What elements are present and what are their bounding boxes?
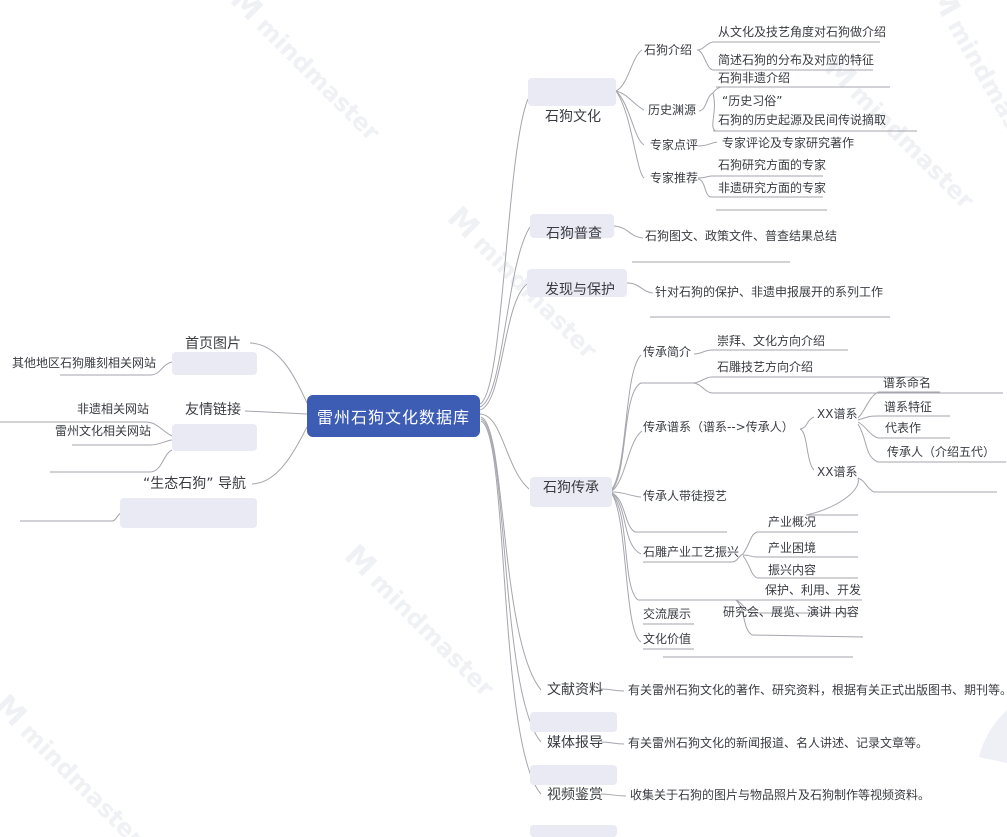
leaf-video-desc[interactable]: 收集关于石狗的图片与物品照片及石狗制作等视频资料。 bbox=[630, 788, 931, 802]
topic-culture-value[interactable]: 文化价值 bbox=[643, 632, 692, 646]
branch-eco-dog-nav[interactable]: “生态石狗” 导航 bbox=[143, 476, 246, 492]
leaf-media-desc[interactable]: 有关雷州石狗文化的新闻报道、名人讲述、记录文章等。 bbox=[628, 736, 929, 750]
leaf-carving-skill-intro[interactable]: 石雕技艺方向介绍 bbox=[717, 360, 814, 374]
branch-dog-survey[interactable]: 石狗普查 bbox=[546, 226, 602, 242]
branch-discovery-protection[interactable]: 发现与保护 bbox=[545, 282, 615, 298]
leaf-industry-overview[interactable]: 产业概况 bbox=[768, 515, 817, 529]
leaf-representative-works[interactable]: 代表作 bbox=[885, 421, 922, 435]
leaf-leizhou-culture-sites[interactable]: 雷州文化相关网站 bbox=[55, 424, 152, 438]
leaf-heritage-introduction[interactable]: 石狗非遗介绍 bbox=[718, 71, 791, 85]
topic-industry-revival[interactable]: 石雕产业工艺振兴 bbox=[643, 545, 740, 559]
leaf-survey-content[interactable]: 石狗图文、政策文件、普查结果总结 bbox=[645, 229, 838, 243]
leaf-expert-works[interactable]: 专家评论及专家研究著作 bbox=[722, 136, 855, 150]
branch-friendly-links[interactable]: 友情链接 bbox=[185, 402, 241, 418]
leaf-seminar-exhibition[interactable]: 研究会、展览、演讲 内容 bbox=[723, 605, 859, 619]
leaf-heritage-sites[interactable]: 非遗相关网站 bbox=[77, 402, 150, 416]
topic-inherit-intro[interactable]: 传承简介 bbox=[643, 345, 692, 359]
empty-topic-box[interactable] bbox=[527, 269, 627, 297]
branch-video-appreciation[interactable]: 视频鉴赏 bbox=[547, 787, 603, 803]
leaf-revival-content[interactable]: 振兴内容 bbox=[768, 563, 817, 577]
empty-topic-box[interactable] bbox=[530, 712, 617, 732]
leaf-other-region-dog-sites[interactable]: 其他地区石狗雕刻相关网站 bbox=[12, 356, 157, 370]
leaf-dog-research-experts[interactable]: 石狗研究方面的专家 bbox=[718, 158, 827, 172]
leaf-lineage-naming[interactable]: 谱系命名 bbox=[883, 376, 932, 390]
leaf-history-legends[interactable]: 石狗的历史起源及民间传说摘取 bbox=[718, 113, 887, 127]
central-topic[interactable]: 雷州石狗文化数据库 bbox=[307, 395, 480, 437]
empty-topic-box[interactable] bbox=[172, 424, 257, 451]
empty-topic-box[interactable] bbox=[528, 78, 616, 106]
empty-topic-box[interactable] bbox=[172, 352, 257, 375]
leaf-intro-distribution[interactable]: 简述石狗的分布及对应的特征 bbox=[718, 53, 875, 67]
leaf-protection-work[interactable]: 针对石狗的保护、非遗申报展开的系列工作 bbox=[655, 285, 884, 299]
empty-topic-box[interactable] bbox=[530, 477, 612, 507]
leaf-inheritors-five-generations[interactable]: 传承人（介绍五代） bbox=[887, 445, 996, 459]
topic-history-origin[interactable]: 历史渊源 bbox=[648, 103, 697, 117]
topic-dog-intro[interactable]: 石狗介绍 bbox=[644, 43, 693, 57]
empty-topic-box[interactable] bbox=[530, 825, 617, 837]
leaf-intro-culture-skill[interactable]: 从文化及技艺角度对石狗做介绍 bbox=[718, 25, 887, 39]
branch-homepage-images[interactable]: 首页图片 bbox=[185, 336, 241, 352]
watermark-arrow-icon bbox=[979, 710, 1007, 763]
branch-literature[interactable]: 文献资料 bbox=[547, 682, 603, 698]
empty-topic-box[interactable] bbox=[530, 214, 614, 238]
branch-dog-culture[interactable]: 石狗文化 bbox=[545, 109, 601, 125]
topic-genealogy[interactable]: 传承谱系（谱系-->传承人） bbox=[643, 420, 794, 434]
leaf-heritage-research-experts[interactable]: 非遗研究方面的专家 bbox=[718, 181, 827, 195]
topic-apprenticeship[interactable]: 传承人带徒授艺 bbox=[643, 489, 728, 503]
leaf-protect-use-develop[interactable]: 保护、利用、开发 bbox=[765, 583, 862, 597]
leaf-lineage-traits[interactable]: 谱系特征 bbox=[884, 400, 933, 414]
topic-expert-comments[interactable]: 专家点评 bbox=[650, 138, 699, 152]
empty-topic-box[interactable] bbox=[530, 765, 617, 785]
branch-media-reports[interactable]: 媒体报导 bbox=[547, 735, 603, 751]
leaf-industry-dilemma[interactable]: 产业困境 bbox=[768, 541, 817, 555]
empty-topic-box[interactable] bbox=[120, 498, 257, 528]
topic-lineage-2[interactable]: XX谱系 bbox=[817, 465, 858, 479]
topic-lineage-1[interactable]: XX谱系 bbox=[817, 407, 858, 421]
topic-exchange-display[interactable]: 交流展示 bbox=[643, 607, 692, 621]
leaf-history-customs[interactable]: “历史习俗” bbox=[722, 94, 783, 108]
branch-dog-inheritance[interactable]: 石狗传承 bbox=[543, 480, 599, 496]
leaf-literature-desc[interactable]: 有关雷州石狗文化的著作、研究资料，根据有关正式出版图书、期刊等。 bbox=[628, 683, 1007, 697]
topic-expert-recommend[interactable]: 专家推荐 bbox=[650, 171, 699, 185]
leaf-worship-culture-intro[interactable]: 崇拜、文化方向介绍 bbox=[717, 334, 826, 348]
